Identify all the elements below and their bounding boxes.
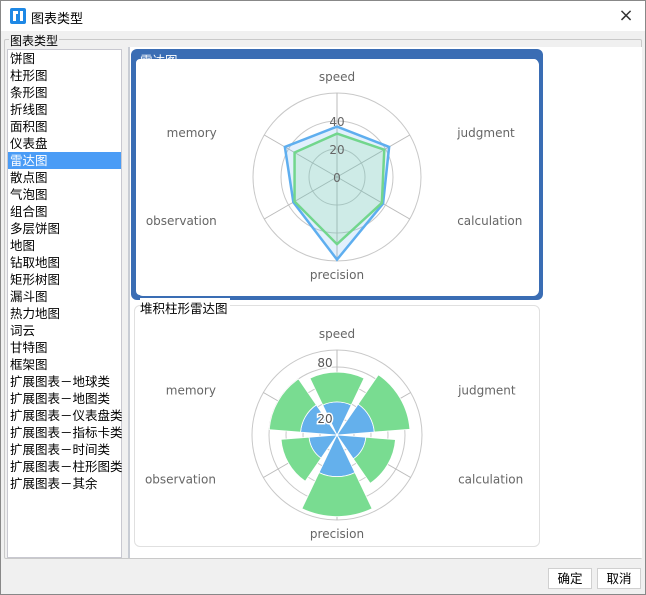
chart-type-item[interactable]: 雷达图 <box>8 152 121 169</box>
group-label: 图表类型 <box>9 32 60 49</box>
chart-type-item[interactable]: 扩展图表－指标卡类 <box>10 425 123 440</box>
chart-type-item[interactable]: 折线图 <box>10 102 48 117</box>
series-polygon <box>283 125 391 262</box>
bar-segment <box>309 371 365 406</box>
ok-button[interactable]: 确定 <box>548 568 592 589</box>
bar-segment <box>268 378 317 433</box>
window-title: 图表类型 <box>31 12 84 27</box>
chart-type-item[interactable]: 钻取地图 <box>10 255 61 270</box>
tick-label: 40 <box>329 115 344 129</box>
preview-radar[interactable]: speed judgment calculation precision observa… <box>131 49 543 300</box>
chart-type-item[interactable]: 词云 <box>10 323 36 338</box>
axis-label: speed <box>319 70 355 84</box>
chart-type-item[interactable]: 散点图 <box>10 170 48 185</box>
tick-label: 20 <box>317 412 332 426</box>
chart-type-item[interactable]: 扩展图表－时间类 <box>10 442 111 457</box>
tick-label: 80 <box>317 356 332 370</box>
axis-label: judgment <box>457 384 516 398</box>
axis-line <box>264 176 338 220</box>
chart-type-item[interactable]: 热力地图 <box>10 306 61 321</box>
bar-segment <box>352 436 396 484</box>
axis-label: memory <box>166 384 216 398</box>
axis-line <box>336 134 410 178</box>
chart-type-item[interactable]: 柱形图 <box>10 68 48 83</box>
axis-label: speed <box>319 327 355 341</box>
tick-label: 0 <box>333 171 341 185</box>
title-bar: 图表类型 × <box>1 1 645 31</box>
axis-line <box>264 134 338 178</box>
axis-label: observation <box>145 473 216 487</box>
series-polygon <box>293 132 386 246</box>
chart-type-item[interactable]: 漏斗图 <box>10 289 48 304</box>
axis-label: judgment <box>456 126 515 140</box>
chart-type-item[interactable]: 仪表盘 <box>10 136 48 151</box>
chart-type-item[interactable]: 框架图 <box>10 357 48 372</box>
close-icon[interactable]: × <box>618 5 634 26</box>
chart-type-item[interactable]: 扩展图表－地球类 <box>10 374 111 389</box>
axis-label: calculation <box>457 214 522 228</box>
chart-type-item[interactable]: 面积图 <box>10 119 48 134</box>
chart-type-item[interactable]: 扩展图表－地图类 <box>10 391 111 406</box>
axis-label: memory <box>167 126 217 140</box>
preview-panel: speed judgment calculation precision observa… <box>128 47 642 558</box>
preview-frame <box>137 59 539 296</box>
axis-line <box>336 176 410 220</box>
bar-segment <box>301 472 373 517</box>
stacked-polar-bar-chart: speed judgment calculation precision observa… <box>145 327 523 541</box>
axis-label: precision <box>310 527 364 541</box>
chart-type-item[interactable]: 饼图 <box>10 51 36 66</box>
axis-label: precision <box>310 268 364 282</box>
chart-type-item[interactable]: 扩展图表－仪表盘类 <box>10 408 123 423</box>
preview-label: 雷达图 <box>140 53 178 68</box>
axis-label: calculation <box>458 473 523 487</box>
radar-chart: speed judgment calculation precision observa… <box>146 70 523 282</box>
bar-segment <box>357 374 411 433</box>
chart-type-item[interactable]: 气泡图 <box>10 187 48 202</box>
chart-type-list[interactable]: 饼图柱形图条形图折线图面积图仪表盘雷达图散点图气泡图组合图多层饼图地图钻取地图矩… <box>7 49 123 558</box>
bar-segment <box>280 436 322 482</box>
axis-label: observation <box>146 214 217 228</box>
chart-type-item[interactable]: 矩形树图 <box>10 272 61 287</box>
chart-type-item[interactable]: 扩展图表－其余 <box>10 476 98 491</box>
chart-type-item[interactable]: 地图 <box>10 238 36 253</box>
chart-type-item[interactable]: 多层饼图 <box>10 221 61 236</box>
chart-type-item[interactable]: 条形图 <box>10 85 48 100</box>
tick-label: 20 <box>329 143 344 157</box>
chart-type-item[interactable]: 甘特图 <box>10 340 48 355</box>
cancel-button[interactable]: 取消 <box>597 568 641 589</box>
chart-type-item[interactable]: 组合图 <box>10 204 48 219</box>
chart-type-item[interactable]: 扩展图表－柱形图类 <box>10 459 123 474</box>
preview-label: 堆积柱形雷达图 <box>140 298 230 317</box>
app-logo-icon <box>10 8 26 24</box>
preview-stacked-radar[interactable]: speed judgment calculation precision observa… <box>134 298 540 547</box>
